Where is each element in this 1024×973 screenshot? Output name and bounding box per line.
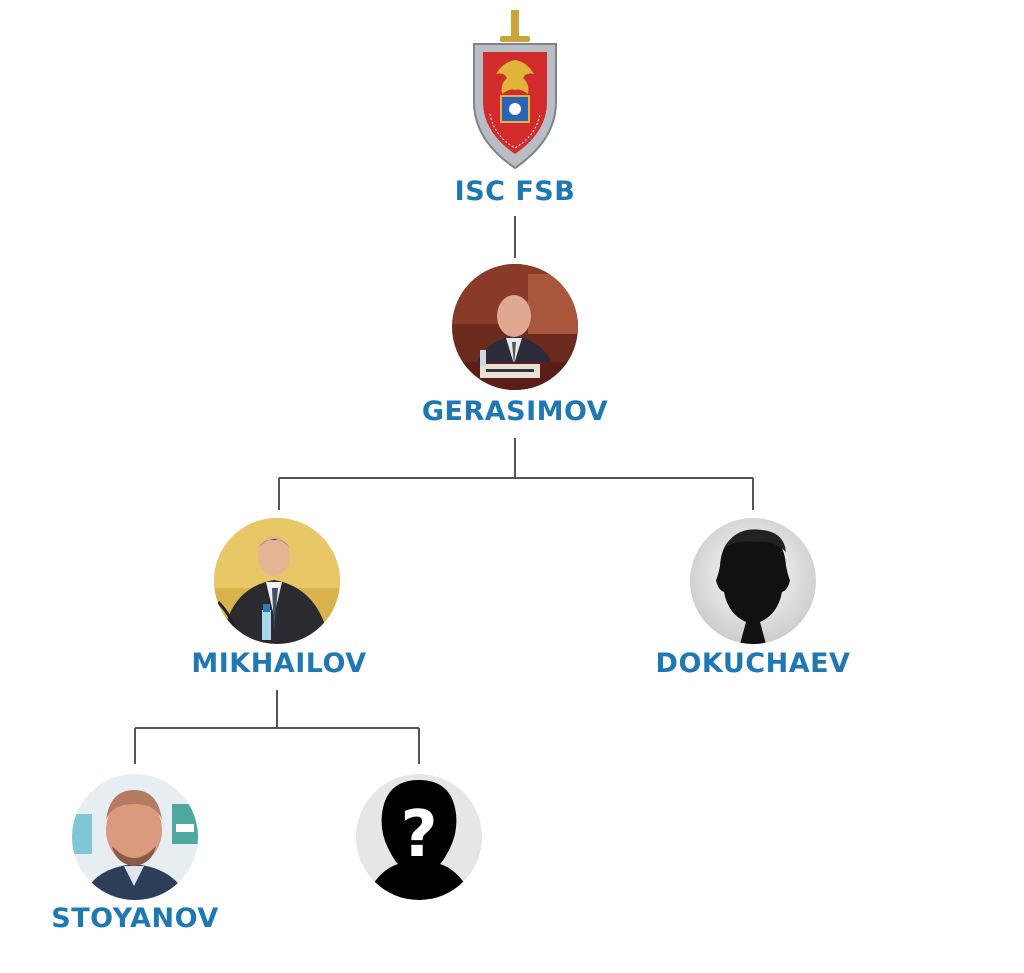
question-mark: ? <box>400 798 437 872</box>
avatar-unknown: ? <box>356 774 482 900</box>
node-label-isc-fsb: ISC FSB <box>454 176 576 207</box>
shield-emblem-icon <box>473 10 557 170</box>
silhouette-icon <box>690 518 816 644</box>
avatar-mikhailov <box>214 518 340 644</box>
avatar-dokuchaev <box>690 518 816 644</box>
question-silhouette-icon: ? <box>356 774 482 900</box>
avatar-stoyanov <box>72 774 198 900</box>
node-label-gerasimov: GERASIMOV <box>421 396 609 427</box>
isc-fsb-emblem <box>470 10 560 172</box>
node-label-mikhailov: MIKHAILOV <box>191 648 367 679</box>
node-label-dokuchaev: DOKUCHAEV <box>655 648 851 679</box>
node-label-stoyanov: STOYANOV <box>51 903 219 934</box>
avatar-gerasimov <box>452 264 578 390</box>
